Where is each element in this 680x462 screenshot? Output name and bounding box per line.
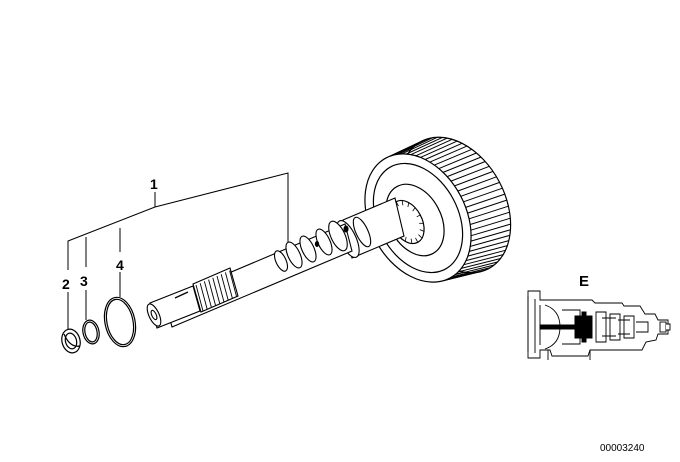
- part-2-bearing-ring: [61, 328, 81, 354]
- callout-3-label: 3: [80, 273, 88, 289]
- shaft-spline-teeth: [195, 270, 238, 312]
- input-shaft: [146, 220, 353, 329]
- diagram-reference-number: 00003240: [600, 443, 645, 454]
- callout-leader-lines: [67, 172, 289, 330]
- inset-transmission-location: E: [527, 273, 671, 360]
- part-3-sealing-ring: [82, 319, 100, 345]
- inset-highlighted-shaft: [539, 311, 593, 343]
- inset-label: E: [579, 273, 589, 290]
- callout-2-label: 2: [62, 276, 70, 292]
- clutch-drum: [364, 136, 512, 283]
- callout-1-label: 1: [150, 176, 158, 192]
- part-4-o-ring: [103, 296, 137, 348]
- callout-4-label: 4: [116, 257, 124, 273]
